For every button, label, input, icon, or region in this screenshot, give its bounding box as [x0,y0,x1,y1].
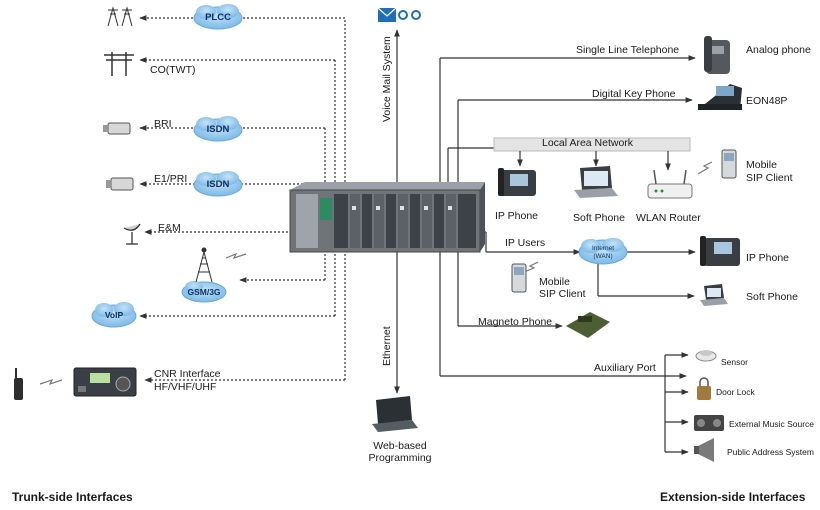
handheld-radio-icon [14,368,23,400]
cloud-icon-plcc [193,4,243,30]
soft-phone-lan-label: Soft Phone [573,212,625,224]
wlan-router-label: WLAN Router [636,212,701,224]
mobile-sip-mid-label-2: SIP Client [539,288,586,300]
mobile-sip-top-label-2: SIP Client [746,172,793,184]
boombox-icon [694,415,724,431]
isdn-label-1: ISDN [206,124,230,135]
ethernet-label: Ethernet [381,326,393,366]
soft-phone-wan-label: Soft Phone [746,291,798,303]
cloud-icon-internet [578,238,628,265]
mobile-sip-icon-top [721,149,737,179]
cloud-icon-voip [91,302,137,328]
lan-bar [493,137,691,171]
magneto-phone-label: Magneto Phone [478,316,553,328]
analog-phone-label: Analog phone [746,44,811,56]
voip-label: VoIP [104,310,124,320]
aux-port-label: Auxiliary Port [594,362,656,374]
co-label: CO(TWT) [150,64,196,76]
cloud-icon-gsm [181,281,227,303]
ip-users-label: IP Users [505,237,546,249]
internet-label-2: (WAN) [593,253,613,260]
music-source-label: External Music Source [729,419,815,429]
cloud-icon-isdn1 [193,116,243,142]
mobile-sip-top-label-1: Mobile [746,159,777,171]
voice-mail-icon [377,7,421,22]
trunk-side-heading: Trunk-side Interfaces [12,490,133,504]
ip-phone-icon-lan [498,168,536,196]
em-label: E&M [158,222,181,234]
sensor-label: Sensor [721,357,748,367]
wlan-router-icon [647,169,693,199]
isdn-label-2: ISDN [206,179,230,190]
single-line-label: Single Line Telephone [576,44,680,56]
satellite-dish-icon [123,223,141,245]
digital-key-label: Digital Key Phone [592,88,676,100]
bri-label: BRI [154,118,172,130]
pa-system-label: Public Address System [727,447,814,457]
web-label-line1: Web-based [373,440,427,452]
door-lock-label: Door Lock [716,387,755,397]
power-tower-icon [107,6,133,27]
cnr-label-line1: CNR Interface [154,368,221,380]
door-lock-icon [697,377,711,400]
laptop-icon-web [372,396,418,432]
megaphone-icon [694,438,714,462]
e1-label: E1/PRI [154,173,188,185]
lan-label: Local Area Network [542,137,634,149]
eon48p-label: EON48P [746,95,788,107]
ip-phone-lan-label: IP Phone [495,210,539,222]
bri-connector-icon [103,122,131,135]
mobile-sip-mid-label-1: Mobile [539,276,570,288]
ip-phone-icon-wan [700,236,740,266]
radio-transceiver-icon [73,367,137,397]
web-label-line2: Programming [368,452,432,464]
sensor-icon [695,350,717,362]
analog-phone-icon [704,36,730,74]
plcc-label: PLCC [205,12,231,23]
soft-phone-laptop-icon-lan [574,166,618,198]
telephone-pole-icon [104,52,134,76]
cloud-icon-isdn2 [193,171,243,197]
ip-phone-wan-label: IP Phone [746,252,790,264]
mobile-sip-icon-mid [511,263,527,293]
voice-mail-label: Voice Mail System [381,36,393,122]
internet-label-1: Internet [591,245,615,252]
soft-phone-laptop-icon-wan [700,284,728,306]
extension-side-heading: Extension-side Interfaces [660,490,806,504]
e1-connector-icon [106,177,134,191]
gsm-tower-icon [195,247,213,283]
cnr-label-line2: HF/VHF/UHF [154,381,217,393]
magneto-phone-icon [566,312,610,338]
eon48p-phone-icon [698,84,742,110]
gsm-label: GSM/3G [187,287,221,297]
pbx-chassis [289,182,485,253]
